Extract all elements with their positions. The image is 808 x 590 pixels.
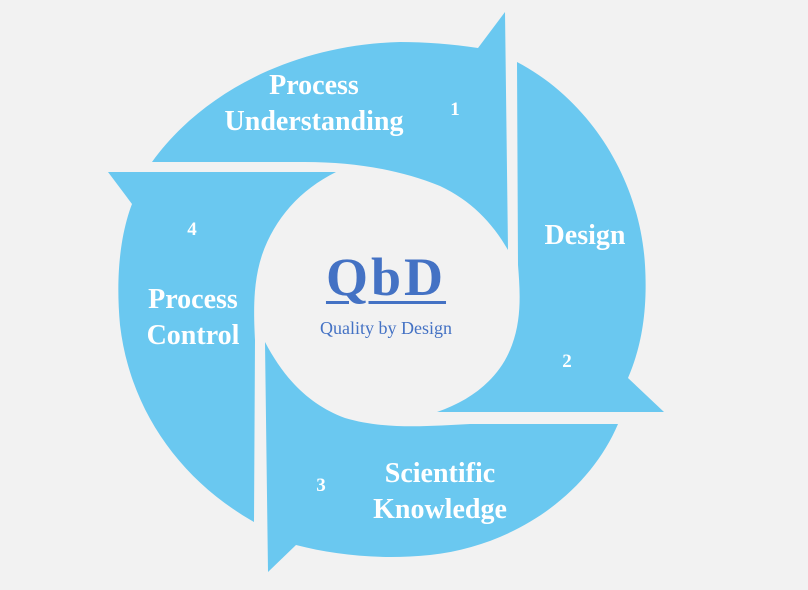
step-2-label: Design (530, 218, 640, 254)
step-2-label-line1: Design (544, 220, 626, 251)
step-1-label-line2: Understanding (224, 106, 404, 138)
step-1-number: 1 (450, 99, 460, 120)
step-4-number: 4 (187, 219, 197, 240)
step-4-label: Process Control (128, 282, 258, 355)
step-4-label-line1: Process (148, 284, 238, 315)
step-3-label-line2: Knowledge (373, 494, 507, 526)
segment-scientific-knowledge (265, 342, 618, 572)
step-3-label-line1: Scientific (384, 458, 496, 489)
step-3-label: Scientific Knowledge (345, 456, 535, 529)
step-1-label-line1: Process (269, 70, 359, 101)
segment-process-understanding (152, 12, 508, 250)
step-2-number: 2 (562, 351, 572, 372)
step-4-label-line2: Control (146, 320, 240, 352)
segment-process-control (108, 172, 336, 522)
center-title: QbD (325, 247, 447, 307)
segment-design (437, 62, 664, 412)
center-subtitle: Quality by Design (320, 318, 452, 338)
step-3-number: 3 (316, 475, 326, 496)
step-1-label: Process Understanding (214, 68, 414, 141)
